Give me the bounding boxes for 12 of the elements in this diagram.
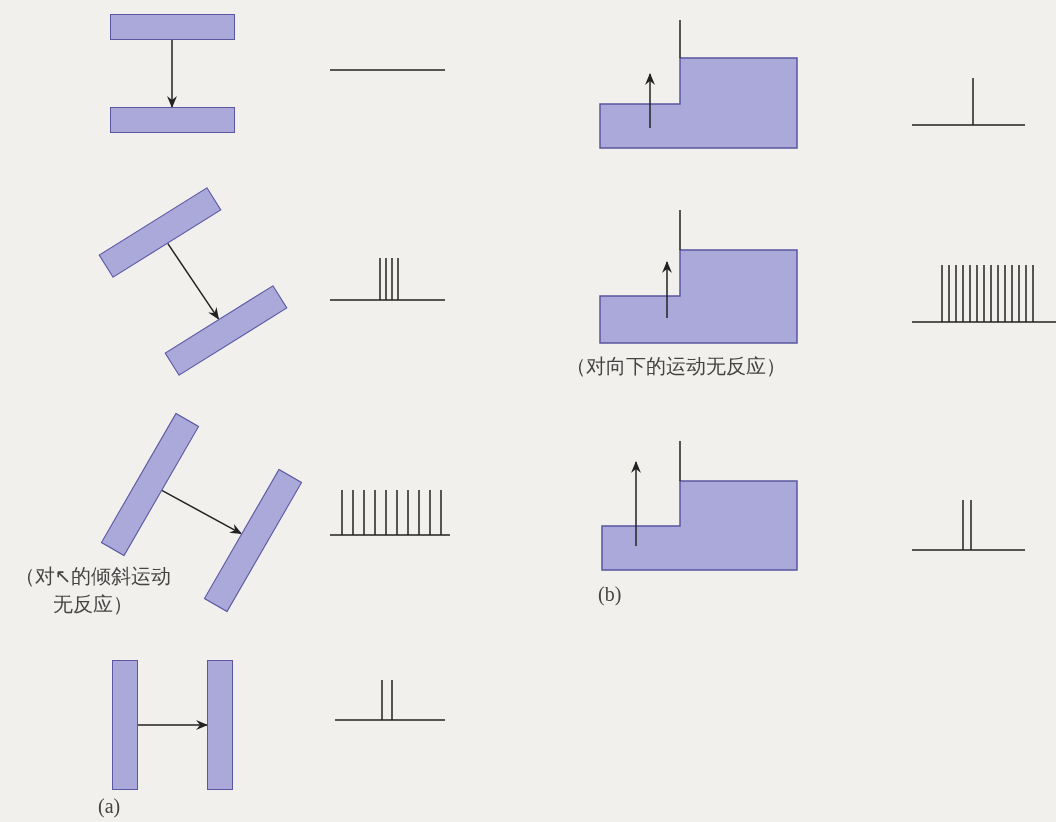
panel-label: (b) [598,582,623,608]
panel-label: (a) [98,794,122,820]
stimulus-bar [207,660,233,790]
stimulus-bar [112,660,138,790]
arrow [167,39,177,108]
arrow [166,242,220,320]
stimulus-bar [109,14,235,40]
arrow [137,720,208,730]
note-text: （对↖的倾斜运动无反应） [13,563,173,618]
arrow [161,489,242,535]
note-text: （对向下的运动无反应） [566,353,787,380]
stimulus-bar [109,107,235,133]
